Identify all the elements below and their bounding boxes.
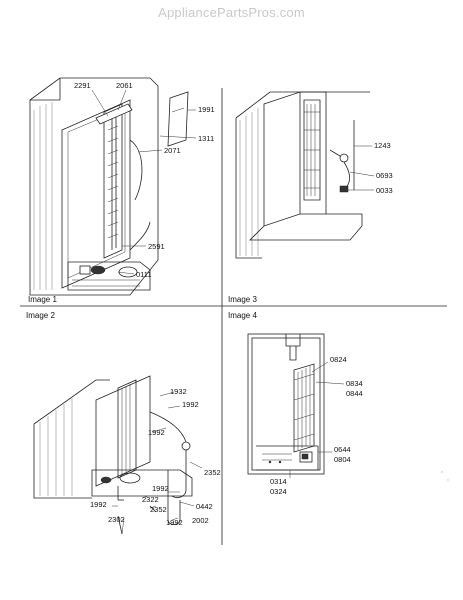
part-label: 1243 [374, 141, 391, 150]
part-label: 2352 [150, 505, 167, 514]
part-label: 1311 [198, 134, 214, 143]
image4-labels: 0824 0834 0844 0644 0804 0314 0324 Image… [228, 311, 363, 496]
part-label: 0844 [346, 389, 363, 398]
part-label: 2061 [116, 81, 133, 90]
part-label: 2071 [164, 146, 181, 155]
part-label: 0824 [330, 355, 347, 364]
image3-labels: 1243 0693 0033 Image 3 [228, 141, 393, 304]
panel-label-image2: Image 2 [26, 311, 55, 320]
image4-drawing [247, 333, 345, 478]
part-label: 0804 [334, 455, 351, 464]
image1-drawing [29, 77, 197, 296]
panel-label-image3: Image 3 [228, 295, 257, 304]
image3-drawing [235, 91, 375, 259]
part-label: 0693 [376, 171, 393, 180]
mark-dot [441, 471, 443, 473]
watermark: AppliancePartsPros.com [158, 5, 305, 20]
part-label: 2322 [142, 495, 159, 504]
part-label: 1992 [152, 484, 169, 493]
image1-labels: 2291 2061 1991 1311 2071 2591 0111 Image… [28, 81, 215, 304]
part-label: 0644 [334, 445, 351, 454]
part-label: 0834 [346, 379, 363, 388]
image2-drawing [33, 375, 203, 535]
part-label: 2591 [148, 242, 165, 251]
part-label: 0314 [270, 477, 287, 486]
panel-label-image4: Image 4 [228, 311, 257, 320]
part-label: 1992 [166, 518, 183, 527]
part-label: 2352 [204, 468, 221, 477]
part-label: 1992 [148, 428, 165, 437]
part-label: 1992 [182, 400, 199, 409]
part-label: 0111 [136, 270, 152, 279]
part-label: 0324 [270, 487, 287, 496]
panel-label-image1: Image 1 [28, 295, 57, 304]
part-label: 2302 [108, 515, 125, 524]
part-label: 0442 [196, 502, 213, 511]
part-label: 2291 [74, 81, 91, 90]
mark-dot [447, 479, 449, 481]
part-label: 1932 [170, 387, 187, 396]
part-label: 2002 [192, 516, 209, 525]
part-label: 1991 [198, 105, 215, 114]
image2-labels: 1932 1992 1992 2352 1992 2322 2352 0442 … [26, 311, 221, 527]
part-label: 1992 [90, 500, 107, 509]
part-label: 0033 [376, 186, 393, 195]
